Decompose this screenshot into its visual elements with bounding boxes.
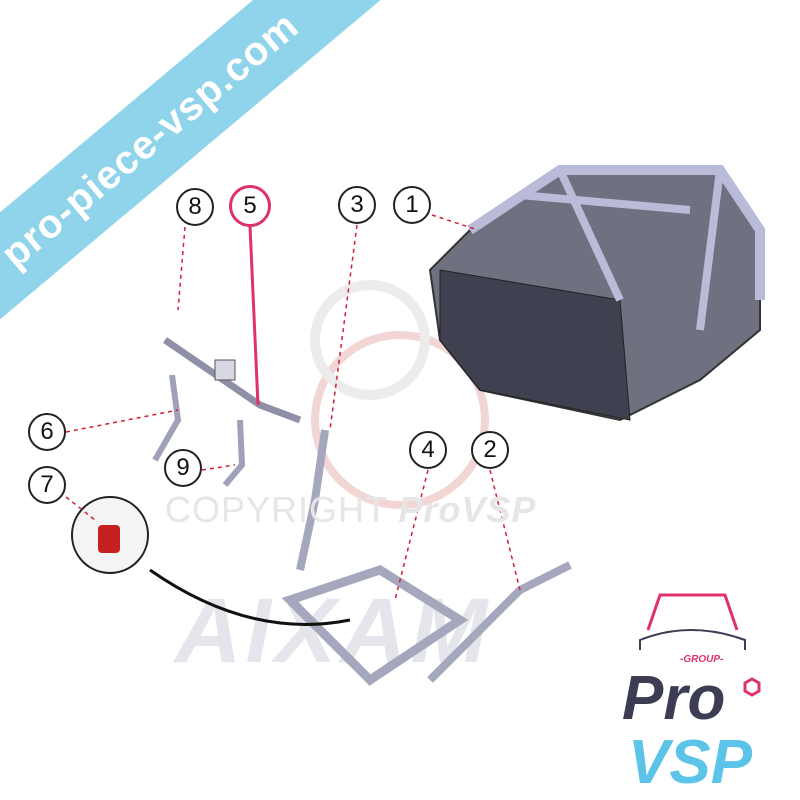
watermark-copyright-symbol [310, 280, 430, 400]
copyright-text: COPYRIGHT [165, 489, 388, 530]
callout-3: 3 [338, 186, 376, 224]
leader-lines [65, 214, 521, 601]
callout-6: 6 [28, 413, 66, 451]
detail-leader [149, 568, 351, 626]
logo-group-text: -GROUP- [680, 654, 724, 665]
part-3-pillar [296, 429, 329, 571]
part-9-bracket [222, 419, 246, 487]
provsp-logo-car [639, 593, 746, 650]
callout-2: 2 [471, 431, 509, 469]
part-6-bracket [152, 374, 182, 462]
part-4-frame [281, 565, 469, 686]
watermark-ring [311, 331, 489, 509]
logo-pro-text: Pro [622, 664, 726, 733]
part-1-chassis [428, 165, 765, 422]
callout-5-highlighted: 5 [229, 185, 271, 227]
callout-1: 1 [393, 186, 431, 224]
part-5-crossbar [163, 337, 302, 424]
logo-vsp-text: VSP [628, 728, 753, 797]
callout-8: 8 [176, 188, 214, 226]
hex-nut-icon [743, 677, 761, 697]
copyright-watermark: COPYRIGHT ProVSP [165, 492, 536, 528]
brand-text: ProVSP [398, 489, 537, 530]
callout-9: 9 [164, 449, 202, 487]
part-7-plug [98, 525, 120, 553]
highlight-leader [248, 225, 260, 406]
callout-4: 4 [409, 431, 447, 469]
callout-7: 7 [28, 466, 66, 504]
part-2-tube [427, 561, 572, 683]
